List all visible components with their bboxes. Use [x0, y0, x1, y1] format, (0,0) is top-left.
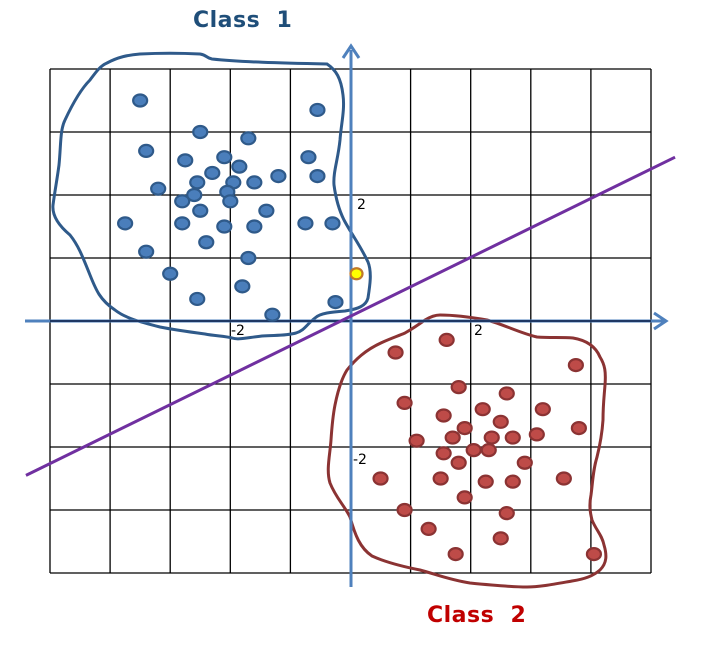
class2-point: [492, 414, 509, 429]
class1-point: [189, 175, 206, 190]
class2-point: [420, 521, 437, 537]
class2-point: [504, 430, 521, 445]
class2-point: [528, 427, 545, 442]
class2-point: [447, 546, 464, 562]
class1-point: [264, 307, 281, 322]
class1-point: [138, 244, 155, 259]
class2-point: [372, 471, 389, 486]
class1-point: [231, 159, 248, 174]
class1-point: [198, 235, 215, 250]
class2-point: [480, 443, 497, 458]
query-point-marker: [349, 267, 364, 281]
class2-point: [432, 471, 449, 486]
class1-point: [117, 216, 134, 231]
class2-point: [555, 471, 572, 486]
axes: [25, 43, 669, 587]
x-tick-label-pos: 2: [474, 323, 483, 339]
class2-point: [504, 474, 521, 489]
class2-point: [450, 380, 467, 395]
class2-point: [585, 546, 603, 562]
class2-point: [477, 474, 494, 489]
class1-point: [189, 291, 206, 307]
class2-point: [567, 358, 584, 373]
class1-point: [192, 124, 209, 140]
class1-point: [270, 169, 287, 184]
class2-point: [435, 408, 452, 423]
class1-point: [258, 203, 275, 218]
y-tick-label-neg: -2: [353, 452, 367, 468]
class1-point: [216, 219, 233, 234]
class2-points: [372, 332, 603, 562]
class2-point: [408, 433, 425, 448]
class1-point: [327, 295, 344, 310]
class1-point: [309, 102, 326, 118]
class2-point: [438, 332, 455, 347]
class1-point: [234, 279, 251, 294]
class1-point: [309, 169, 326, 184]
class2-point: [435, 446, 452, 461]
class1-point: [222, 194, 239, 209]
class1-point: [150, 181, 167, 196]
class2-point: [465, 443, 482, 458]
class1-point: [186, 187, 203, 203]
class1-label: Class 1: [193, 8, 293, 33]
class1-point: [138, 143, 155, 158]
class1-region-outline: [51, 51, 372, 341]
decision-boundary-line: [25, 155, 676, 477]
class1-point: [132, 93, 149, 108]
class1-point: [297, 216, 314, 231]
class1-point: [240, 250, 257, 266]
class2-region-outline: [326, 313, 608, 589]
class1-point: [204, 165, 221, 181]
class2-point: [498, 506, 515, 521]
class1-point: [300, 150, 317, 165]
class1-points: [117, 93, 344, 322]
query-point: [349, 267, 364, 281]
class2-point: [450, 455, 467, 470]
class2-point: [387, 345, 404, 360]
class1-point: [192, 203, 209, 218]
class2-point: [534, 402, 551, 417]
class2-point: [516, 455, 533, 470]
class2-point: [492, 531, 509, 546]
class1-point: [162, 266, 179, 281]
x-tick-label-neg: -2: [231, 323, 245, 339]
class2-point: [456, 490, 473, 505]
class1-point: [174, 194, 191, 209]
class2-point: [474, 402, 491, 417]
class2-point: [444, 430, 461, 445]
class1-point: [246, 219, 263, 234]
class2-point: [456, 421, 473, 436]
class2-point: [498, 386, 515, 401]
class2-point: [396, 395, 413, 410]
class2-point: [570, 421, 587, 436]
class1-point: [240, 131, 257, 146]
class2-point: [483, 430, 500, 445]
class1-point: [246, 175, 263, 190]
class1-point: [324, 216, 341, 231]
class1-point: [174, 216, 191, 231]
class2-label: Class 2: [427, 603, 527, 628]
class2-point: [396, 502, 413, 518]
y-tick-label-pos: 2: [357, 197, 366, 213]
class1-point: [177, 153, 194, 168]
class1-point: [216, 150, 233, 165]
